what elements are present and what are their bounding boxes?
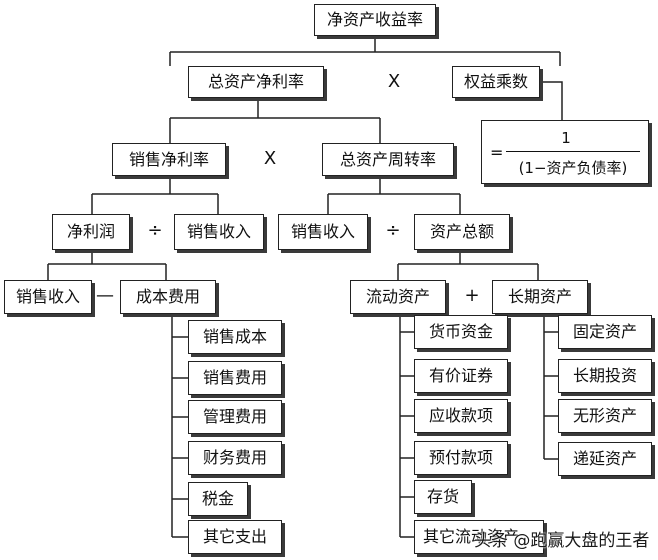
divide-operator-2: ÷: [385, 220, 401, 241]
cost-item: 其它支出: [188, 520, 282, 554]
current-asset-item: 预付款项: [414, 441, 508, 475]
node-sales-revenue-3: 销售收入: [4, 280, 92, 314]
divide-operator-1: ÷: [147, 220, 163, 241]
long-term-asset-item: 无形资产: [558, 399, 652, 433]
node-equity-multiplier: 权益乘数: [452, 66, 540, 98]
cost-item: 销售成本: [188, 320, 282, 354]
equity-multiplier-formula: = 1 (1−资产负债率): [481, 120, 649, 184]
cost-item: 管理费用: [188, 400, 282, 434]
cost-item: 财务费用: [188, 441, 282, 475]
current-asset-item: 存货: [414, 480, 472, 514]
minus-operator: —: [96, 285, 114, 306]
node-total-assets: 资产总额: [414, 214, 510, 250]
watermark: 头条 @跑赢大盘的王者: [474, 531, 650, 551]
node-current-assets: 流动资产: [350, 280, 446, 314]
formula-numerator: 1: [561, 129, 571, 147]
node-sales-revenue-2: 销售收入: [278, 214, 368, 250]
multiply-operator-2: X: [263, 148, 277, 169]
formula-denominator: (1−资产负债率): [518, 159, 628, 177]
node-long-term-assets: 长期资产: [492, 280, 588, 314]
formula-equals: =: [490, 143, 504, 162]
long-term-asset-item: 长期投资: [558, 359, 652, 393]
cost-item: 税金: [188, 482, 248, 516]
node-net-profit: 净利润: [52, 214, 130, 250]
fraction-bar: [506, 151, 640, 152]
node-sales-revenue-1: 销售收入: [174, 214, 264, 250]
node-net-margin: 销售净利率: [112, 143, 226, 176]
long-term-asset-item: 递延资产: [558, 442, 652, 476]
current-asset-item: 其它流动资产: [414, 520, 544, 554]
current-asset-item: 应收款项: [414, 399, 508, 433]
current-asset-item: 有价证券: [414, 359, 508, 393]
multiply-operator-1: X: [387, 71, 401, 92]
node-asset-turnover: 总资产周转率: [322, 143, 454, 176]
cost-item: 销售费用: [188, 361, 282, 395]
node-roa: 总资产净利率: [188, 66, 324, 98]
node-roe: 净资产收益率: [314, 4, 436, 36]
plus-operator: +: [464, 285, 480, 306]
current-asset-item: 货币资金: [414, 315, 508, 349]
long-term-asset-item: 固定资产: [558, 315, 652, 349]
node-cost-expense: 成本费用: [120, 280, 216, 314]
